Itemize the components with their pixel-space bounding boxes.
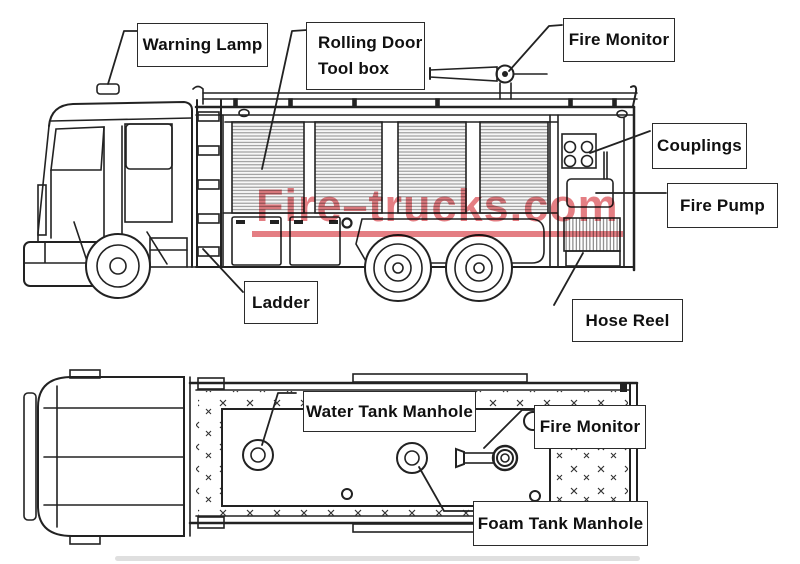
- leader-fire-monitor-plan: [483, 409, 535, 449]
- warning-lamp-drawing: [96, 83, 120, 95]
- label-foam-tank-manhole: Foam Tank Manhole: [473, 501, 648, 546]
- label-hose-reel: Hose Reel: [572, 299, 683, 342]
- label-ladder: Ladder: [244, 281, 318, 324]
- leader-rolling-door: [261, 29, 308, 170]
- water-tank-manhole-drawing: [242, 439, 274, 471]
- cab-plan: [23, 369, 191, 545]
- label-fire-monitor-top-text: Fire Monitor: [568, 30, 670, 49]
- leader-water-tank-manhole: [261, 392, 297, 446]
- label-warning-lamp-text: Warning Lamp: [142, 35, 263, 54]
- front-wheel: [85, 233, 151, 299]
- leader-ladder: [202, 248, 244, 293]
- leader-couplings: [589, 130, 651, 154]
- roof-rack: [202, 85, 638, 108]
- side-view: [23, 64, 638, 302]
- label-hose-reel-text: Hose Reel: [585, 310, 670, 330]
- label-fire-monitor-plan: Fire Monitor: [534, 405, 646, 449]
- label-rolling-door-toolbox: Rolling Door Tool box: [306, 22, 425, 90]
- label-tool-box-text: Tool box: [318, 59, 390, 78]
- fire-monitor-plan-drawing: [455, 444, 519, 472]
- leader-hose-reel: [553, 252, 584, 306]
- rear-wheel-2: [445, 234, 513, 302]
- leader-warning-lamp: [107, 30, 138, 85]
- scan-artifact: [115, 556, 640, 561]
- deck-fitting-small-1: [341, 488, 353, 500]
- ladder-drawing: [192, 85, 222, 268]
- label-rolling-door-text: Rolling Door: [318, 33, 423, 52]
- leader-lines: [107, 24, 667, 512]
- label-couplings: Couplings: [652, 123, 747, 169]
- label-fire-pump: Fire Pump: [667, 183, 778, 228]
- leader-foam-tank-manhole: [418, 466, 474, 512]
- watermark: Fire–trucks.com: [252, 183, 623, 237]
- label-couplings-text: Couplings: [657, 136, 742, 155]
- label-fire-pump-text: Fire Pump: [680, 195, 765, 215]
- label-foam-tank-manhole-text: Foam Tank Manhole: [477, 513, 644, 533]
- label-fire-monitor-top: Fire Monitor: [563, 18, 675, 62]
- label-fire-monitor-plan-text: Fire Monitor: [539, 417, 641, 436]
- label-water-tank-manhole: Water Tank Manhole: [303, 391, 476, 432]
- label-warning-lamp: Warning Lamp: [137, 23, 268, 67]
- rear-wheel-1: [364, 234, 432, 302]
- fire-monitor-side-drawing: [429, 64, 548, 100]
- foam-tank-manhole-drawing: [396, 442, 428, 474]
- label-water-tank-manhole-text: Water Tank Manhole: [305, 401, 473, 421]
- couplings-drawing: [561, 133, 597, 169]
- label-ladder-text: Ladder: [252, 292, 310, 312]
- leader-fire-monitor-top: [508, 24, 563, 72]
